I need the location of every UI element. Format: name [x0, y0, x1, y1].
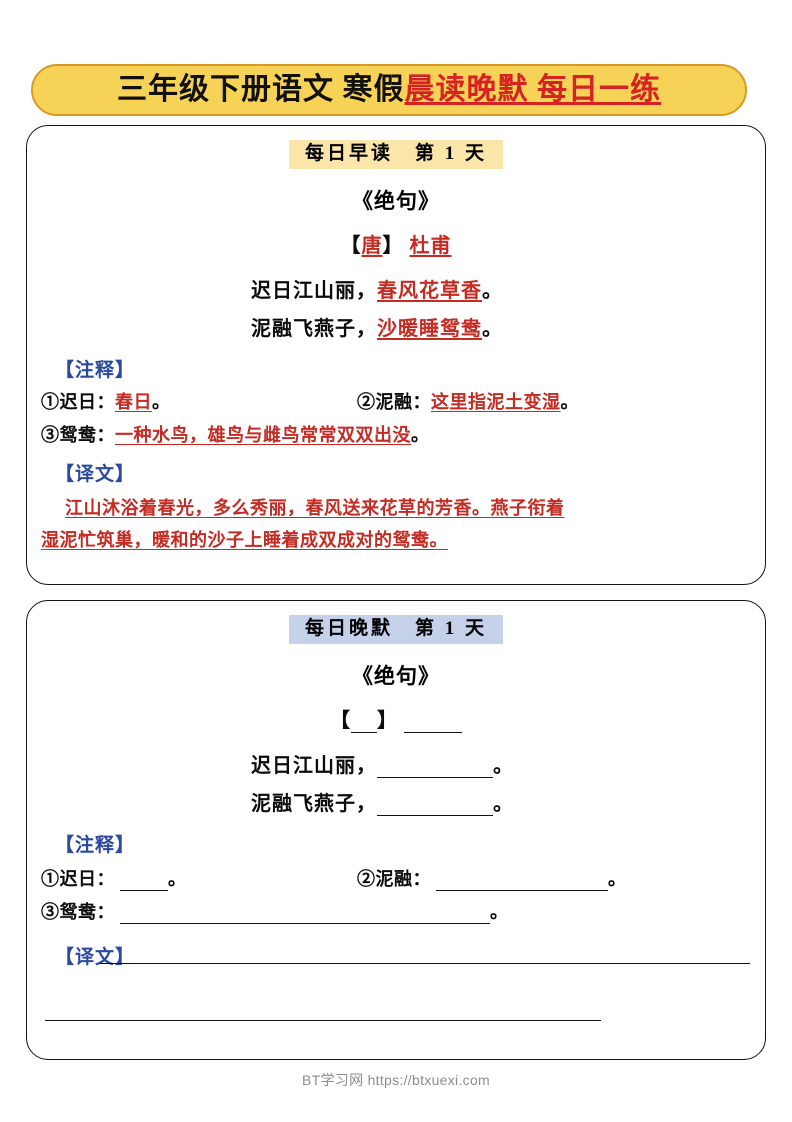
note-2-number: ② [357, 391, 376, 412]
poem-line-2-prompt: 泥融飞燕子， [251, 317, 377, 340]
evening-note-1-number: ① [41, 868, 60, 889]
author-bracket-open: 【 [340, 234, 362, 257]
evening-note-2-period: 。 [608, 868, 627, 889]
morning-translation-line-1: 江山沐浴着春光，多么秀丽，春风送来花草的芳香。燕子衔着 [65, 497, 565, 518]
morning-note-3: ③鸳鸯：一种水鸟，雄鸟与雌鸟常常双双出没。 [41, 421, 765, 447]
evening-poem-line-2-row: 泥融飞燕子， 。 [27, 787, 765, 816]
morning-translation-label: 【译文】 [55, 463, 136, 485]
evening-note-1-blank[interactable] [120, 873, 168, 891]
evening-note-2-blank[interactable] [436, 873, 608, 891]
note-2-answer: 这里指泥土变湿 [431, 391, 561, 412]
evening-note-1: ①迟日： 。 [41, 865, 187, 891]
author-dynasty: 唐 [361, 234, 383, 257]
evening-line-2-period: 。 [493, 792, 514, 815]
evening-author-bracket-open: 【 [330, 709, 351, 732]
evening-translation-blank-line-2[interactable] [45, 1020, 601, 1021]
note-3-answer: 一种水鸟，雄鸟与雌鸟常常双双出没 [115, 424, 411, 445]
note-1-number: ① [41, 391, 60, 412]
morning-poem-line-2: 泥融飞燕子，沙暖睡鸳鸯。 [251, 312, 541, 341]
poem-line-2-answer: 沙暖睡鸳鸯 [377, 317, 482, 340]
evening-translation-blank-line-1[interactable] [100, 963, 750, 964]
note-2-term: 泥融： [375, 391, 431, 412]
evening-section-header: 每日晚默 第 1 天 [288, 615, 503, 644]
evening-note-2-number: ② [357, 868, 376, 889]
note-3-number: ③ [41, 424, 60, 445]
morning-header-row: 每日早读 第 1 天 [27, 140, 765, 169]
page-title-black: 三年级下册语文 寒假 [117, 73, 405, 106]
morning-note-1: ①迟日：春日。 [41, 388, 171, 414]
poem-line-1-period: 。 [482, 279, 503, 302]
morning-notes-label: 【注释】 [55, 359, 136, 381]
site-watermark: BT学习网 https://btxuexi.com [302, 1072, 490, 1088]
evening-translation-label: 【译文】 [55, 946, 136, 968]
evening-line-2-blank[interactable] [377, 798, 493, 816]
morning-note-2: ②泥融：这里指泥土变湿。 [357, 388, 579, 414]
evening-author-name-blank[interactable] [404, 715, 462, 733]
morning-note-row-1: ①迟日：春日。 ②泥融：这里指泥土变湿。 [27, 388, 765, 418]
evening-note-row-1: ①迟日： 。 ②泥融： 。 [27, 865, 765, 895]
evening-note-3-number: ③ [41, 901, 60, 922]
evening-note-1-period: 。 [168, 868, 187, 889]
note-1-period: 。 [152, 391, 171, 412]
evening-dynasty-blank[interactable] [351, 715, 377, 733]
morning-reading-card: 每日早读 第 1 天 《绝句》 【唐】 杜甫 迟日江山丽，春风花草香。 泥融飞燕… [26, 125, 766, 585]
page-title-red: 晨读晚默 每日一练 [404, 73, 661, 106]
evening-poem-author-blank: 【】 [27, 704, 765, 733]
morning-section-header: 每日早读 第 1 天 [288, 140, 503, 169]
note-2-period: 。 [560, 391, 579, 412]
evening-line-1-blank[interactable] [377, 760, 493, 778]
note-3-period: 。 [411, 424, 430, 445]
evening-poem-line-2: 泥融飞燕子， 。 [251, 787, 541, 816]
morning-poem-line-2-row: 泥融飞燕子，沙暖睡鸳鸯。 [27, 312, 765, 341]
evening-poem-title: 《绝句》 [352, 663, 440, 688]
poem-line-1-prompt: 迟日江山丽， [251, 279, 377, 302]
evening-note-3: ③鸳鸯： 。 [41, 898, 765, 924]
note-3-term: 鸳鸯： [59, 424, 115, 445]
evening-note-2: ②泥融： 。 [357, 865, 627, 891]
author-name: 杜甫 [409, 234, 452, 257]
morning-poem-line-1: 迟日江山丽，春风花草香。 [251, 274, 541, 303]
poem-line-2-period: 。 [482, 317, 503, 340]
evening-poem-line-1: 迟日江山丽， 。 [251, 749, 541, 778]
evening-note-3-term: 鸳鸯： [59, 901, 115, 922]
evening-line-1-prompt: 迟日江山丽， [251, 754, 377, 777]
evening-note-3-blank[interactable] [120, 906, 490, 924]
morning-poem-author: 【唐】 杜甫 [27, 229, 765, 258]
evening-line-2-prompt: 泥融飞燕子， [251, 792, 377, 815]
evening-poem-line-1-row: 迟日江山丽， 。 [27, 749, 765, 778]
evening-note-2-term: 泥融： [375, 868, 431, 889]
evening-notes-label: 【注释】 [55, 834, 136, 856]
poem-line-1-answer: 春风花草香 [377, 279, 482, 302]
author-bracket-close: 】 [382, 234, 404, 257]
page-title-banner: 三年级下册语文 寒假晨读晚默 每日一练 [31, 64, 747, 116]
evening-line-1-period: 。 [493, 754, 514, 777]
evening-note-1-term: 迟日： [59, 868, 115, 889]
evening-author-bracket-close: 】 [377, 709, 398, 732]
note-1-answer: 春日 [115, 391, 152, 412]
morning-poem-line-1-row: 迟日江山丽，春风花草香。 [27, 274, 765, 303]
evening-dictation-card: 每日晚默 第 1 天 《绝句》 【】 迟日江山丽，。 泥融飞燕子，。 【注释】 … [26, 600, 766, 1060]
note-1-term: 迟日： [59, 391, 115, 412]
morning-poem-title: 《绝句》 [352, 188, 440, 213]
morning-translation-line-2: 湿泥忙筑巢，暖和的沙子上睡着成双成对的鸳鸯。 [41, 529, 448, 550]
page-title: 三年级下册语文 寒假晨读晚默 每日一练 [117, 75, 661, 105]
evening-note-3-period: 。 [490, 901, 509, 922]
evening-header-row: 每日晚默 第 1 天 [27, 615, 765, 644]
